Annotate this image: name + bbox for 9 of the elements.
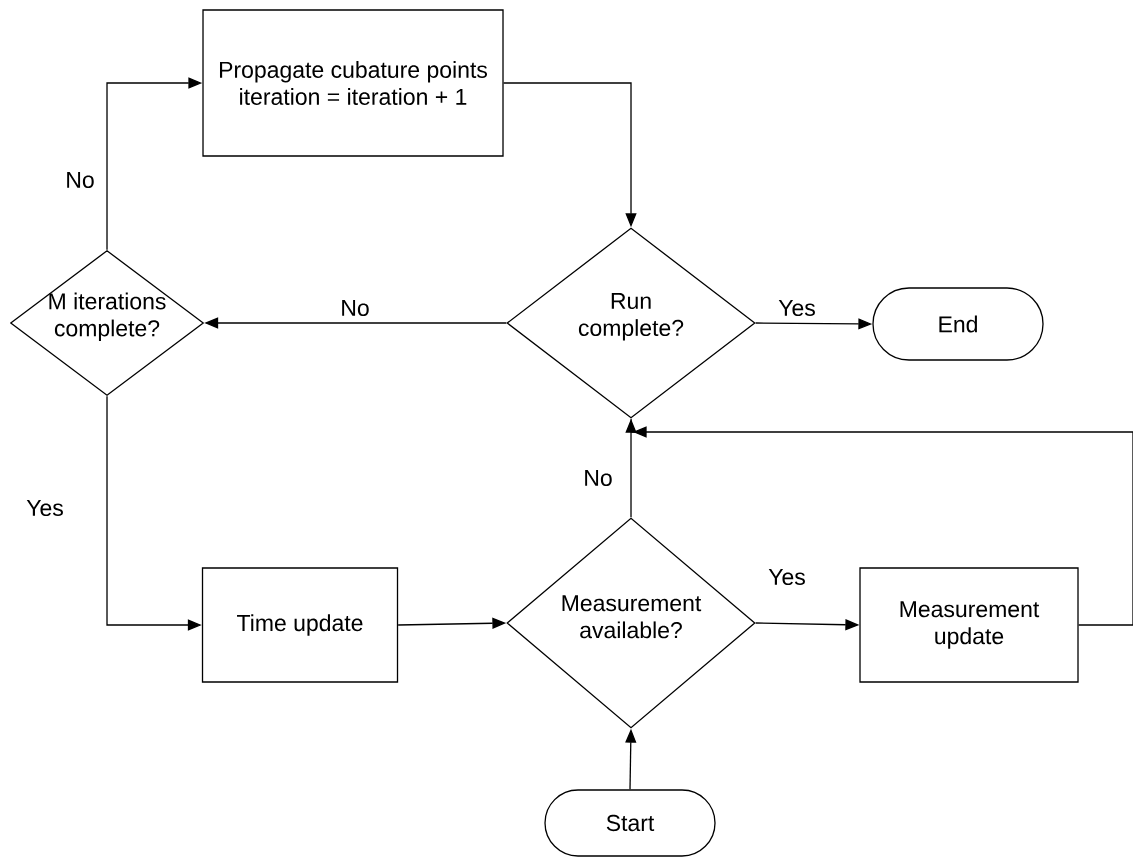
edge-label: Yes (776, 297, 818, 319)
edge-label: No (63, 170, 97, 191)
edge-label: No (581, 467, 615, 488)
process-box: Time update (201, 567, 399, 683)
process-box: Measurement update (859, 567, 1079, 683)
edge-label: Yes (24, 498, 66, 518)
process-box: Propagate cubature points iteration = iteration + 1 (202, 9, 504, 157)
edge-label: No (338, 297, 372, 319)
edge-label: Yes (766, 566, 808, 587)
